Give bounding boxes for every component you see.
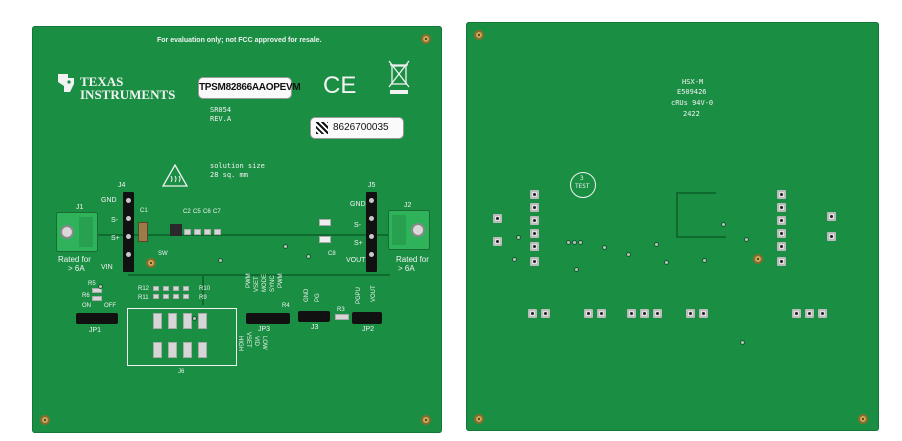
solution-size-line1: solution size bbox=[210, 162, 265, 170]
mounting-hole-bottom-right bbox=[421, 415, 431, 425]
hot-surface-warning-icon bbox=[162, 164, 188, 187]
jp2-pgpu-label: PGPU bbox=[356, 286, 362, 304]
back-mounting-hole-top-left bbox=[474, 30, 484, 40]
jp3-vset-label: VSET bbox=[254, 276, 260, 292]
sw-label: SW bbox=[158, 251, 168, 257]
back-mounting-hole-bottom-right bbox=[858, 414, 868, 424]
cap-c7: C7 bbox=[213, 209, 221, 215]
fab-line3: cRUs 94V-0 bbox=[671, 99, 714, 107]
cap-c2: C2 bbox=[183, 209, 191, 215]
qr-code-icon bbox=[316, 122, 328, 134]
sw-test-point[interactable] bbox=[146, 258, 156, 268]
j6-low-label: LOW bbox=[261, 336, 267, 350]
j5-label: J5 bbox=[368, 182, 376, 189]
j5-pin-s-plus: S+ bbox=[354, 240, 363, 247]
jp3-label: JP3 bbox=[258, 326, 271, 333]
rated-left-line1: Rated for bbox=[58, 255, 91, 264]
j6-vid-label: VID bbox=[253, 336, 259, 347]
jp1-on-label: ON bbox=[82, 303, 91, 309]
j4-pin-vin: VIN bbox=[101, 264, 113, 271]
front-board: For evaluation only; not FCC approved fo… bbox=[32, 26, 442, 433]
main-trace bbox=[92, 234, 392, 236]
solution-size-line2: 28 sq. mm bbox=[210, 171, 248, 179]
rated-right-line2: > 6A bbox=[398, 264, 415, 273]
jp3-pwm2-label: PWM bbox=[278, 273, 284, 288]
j5-pin-vout: VOUT bbox=[346, 257, 366, 264]
fab-line1: HSX-M bbox=[682, 78, 704, 86]
jp3-mode-label: MODE bbox=[262, 274, 268, 292]
vertical-trace bbox=[202, 275, 204, 305]
j6-label: J6 bbox=[178, 369, 185, 375]
j2-terminal-block bbox=[388, 210, 430, 250]
j1-screw-icon bbox=[60, 225, 74, 239]
r9-label: R9 bbox=[199, 295, 207, 301]
cap-c6: C6 bbox=[203, 209, 211, 215]
j4-pin-gnd: GND bbox=[101, 197, 117, 204]
r5-label: R5 bbox=[88, 281, 96, 287]
jp3-sync-label: SYNC bbox=[270, 275, 276, 292]
serial-label: 8626700035 bbox=[310, 117, 404, 139]
rated-right-line1: Rated for bbox=[396, 255, 429, 264]
ti-logo-icon bbox=[58, 74, 74, 92]
r3-label: R3 bbox=[337, 307, 345, 313]
j4-pin-s-minus: S- bbox=[111, 217, 118, 224]
j1-label: J1 bbox=[76, 204, 84, 211]
j3-gnd-label: GND bbox=[304, 288, 310, 302]
jp3-jumper[interactable] bbox=[246, 313, 290, 324]
j3-label: J3 bbox=[311, 324, 319, 331]
test-mark: 3 TEST bbox=[570, 172, 596, 198]
brand-line1: TEXAS bbox=[80, 74, 124, 89]
j5-pin-header[interactable] bbox=[366, 192, 377, 272]
lower-trace bbox=[128, 274, 390, 276]
mounting-hole-bottom-left bbox=[40, 415, 50, 425]
r12-label: R12 bbox=[138, 286, 150, 292]
r10-label: R10 bbox=[199, 286, 211, 292]
r4-label: R4 bbox=[282, 303, 290, 309]
model-label: TPSM82866AAOPEVM bbox=[198, 77, 301, 99]
jp1-jumper[interactable] bbox=[76, 313, 118, 324]
r11-label: R11 bbox=[138, 295, 149, 301]
j6-high-label: HIGH bbox=[237, 336, 243, 351]
ce-mark: CE bbox=[323, 72, 357, 99]
serial-number: 8626700035 bbox=[333, 122, 389, 133]
j4-label: J4 bbox=[118, 182, 126, 189]
j1-terminal-block bbox=[56, 212, 98, 252]
back-board: HSX-M E509426 cRUs 94V-0 2422 3 TEST bbox=[466, 22, 879, 431]
c1-label: C1 bbox=[140, 208, 148, 214]
board-code: SR054 bbox=[210, 106, 232, 114]
c1-capacitor bbox=[138, 222, 148, 242]
cap-c5: C5 bbox=[193, 209, 201, 215]
jp2-label: JP2 bbox=[362, 326, 375, 333]
c8-label: C8 bbox=[328, 251, 336, 257]
j2-screw-icon bbox=[411, 223, 425, 237]
j3-pg-label: PG bbox=[315, 293, 321, 302]
j6-footprint bbox=[127, 308, 237, 366]
rated-left-line2: > 6A bbox=[68, 264, 85, 273]
j4-pin-header[interactable] bbox=[123, 192, 134, 272]
power-module-ic bbox=[170, 224, 182, 236]
mounting-hole-top-right bbox=[421, 34, 431, 44]
brand-line2: INSTRUMENTS bbox=[80, 87, 176, 102]
jp2-vout-label: VOUT bbox=[371, 285, 377, 302]
fab-line4: 2422 bbox=[683, 110, 700, 118]
disclaimer-text: For evaluation only; not FCC approved fo… bbox=[157, 37, 322, 44]
jp1-off-label: OFF bbox=[104, 303, 116, 309]
jp3-pwm-label: PWM bbox=[246, 273, 252, 288]
j2-label: J2 bbox=[404, 202, 412, 209]
back-mounting-hole-bottom-left bbox=[474, 414, 484, 424]
jp1-label: JP1 bbox=[89, 327, 102, 334]
jp2-jumper[interactable] bbox=[352, 312, 382, 324]
j5-pin-s-minus: S- bbox=[354, 222, 361, 229]
fab-line2: E509426 bbox=[677, 88, 707, 96]
j4-pin-s-plus: S+ bbox=[111, 235, 120, 242]
r6-label: R6 bbox=[82, 293, 90, 299]
weee-bin-icon bbox=[388, 60, 410, 94]
j6-vset-label: VSET bbox=[245, 332, 251, 348]
board-revision: REV.A bbox=[210, 115, 232, 123]
j5-pin-gnd: GND bbox=[350, 201, 366, 208]
j3-header[interactable] bbox=[298, 311, 330, 322]
